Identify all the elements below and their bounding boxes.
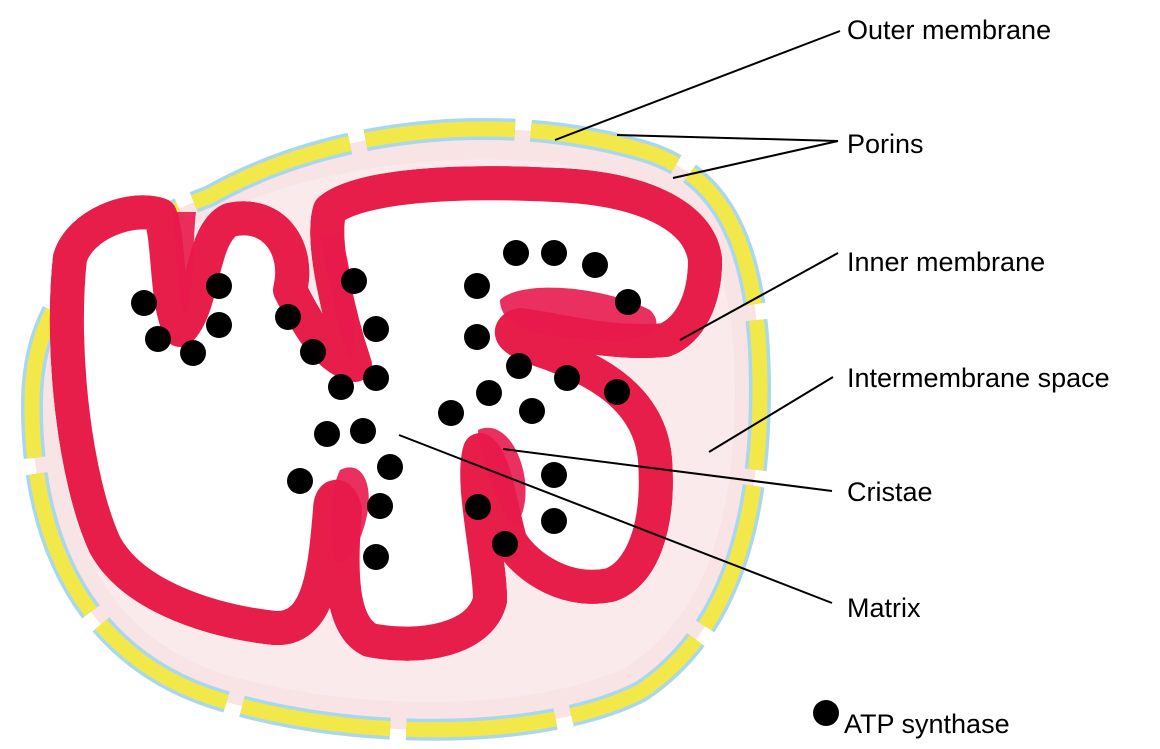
atp-synthase-dot xyxy=(492,531,518,557)
atp-synthase-dot xyxy=(582,252,608,278)
atp-synthase-dot xyxy=(604,379,630,405)
atp-synthase-dot xyxy=(206,312,232,338)
atp-synthase-dot xyxy=(287,468,313,494)
atp-synthase-dot xyxy=(145,326,171,352)
label-matrix: Matrix xyxy=(847,593,921,623)
atp-synthase-dot xyxy=(615,289,641,315)
legend: ATP synthase xyxy=(813,700,1010,739)
atp-synthase-dot xyxy=(341,268,367,294)
atp-synthase-dot xyxy=(367,493,393,519)
atp-synthase-dot xyxy=(503,240,529,266)
leader-porins-2 xyxy=(673,141,838,178)
label-cristae: Cristae xyxy=(847,477,933,507)
atp-synthase-dot xyxy=(506,353,532,379)
atp-synthase-dot xyxy=(541,508,567,534)
atp-synthase-dot xyxy=(350,418,376,444)
atp-synthase-dot xyxy=(328,374,354,400)
labels: Outer membrane Porins Inner membrane Int… xyxy=(847,15,1110,623)
legend-atp-synthase-label: ATP synthase xyxy=(844,709,1010,739)
atp-synthase-dot xyxy=(476,380,502,406)
atp-synthase-dot xyxy=(275,304,301,330)
atp-synthase-dot xyxy=(465,494,491,520)
leader-outer-membrane xyxy=(555,31,840,140)
atp-synthase-dot xyxy=(206,273,232,299)
atp-synthase-dot xyxy=(180,340,206,366)
atp-synthase-dot xyxy=(300,339,326,365)
label-porins: Porins xyxy=(847,129,924,159)
atp-synthase-dot xyxy=(541,240,567,266)
label-outer-membrane: Outer membrane xyxy=(847,15,1051,45)
inner-membrane xyxy=(67,183,705,643)
legend-atp-synthase-dot xyxy=(813,700,839,726)
leader-porins-1 xyxy=(617,135,838,141)
atp-synthase-dot xyxy=(464,324,490,350)
label-inner-membrane: Inner membrane xyxy=(847,247,1045,277)
atp-synthase-dot xyxy=(314,421,340,447)
atp-synthase-dot xyxy=(363,365,389,391)
atp-synthase-dot xyxy=(377,454,403,480)
atp-synthase-dot xyxy=(363,544,389,570)
atp-synthase-dot xyxy=(464,273,490,299)
atp-synthase-dot xyxy=(519,398,545,424)
atp-synthase-dot xyxy=(363,316,389,342)
atp-synthase-dot xyxy=(438,400,464,426)
inner-membrane-green-edge xyxy=(67,183,705,643)
atp-synthase-dot xyxy=(554,365,580,391)
atp-synthase-dot xyxy=(131,290,157,316)
atp-synthase-dot xyxy=(541,462,567,488)
label-intermembrane-space: Intermembrane space xyxy=(847,363,1110,393)
